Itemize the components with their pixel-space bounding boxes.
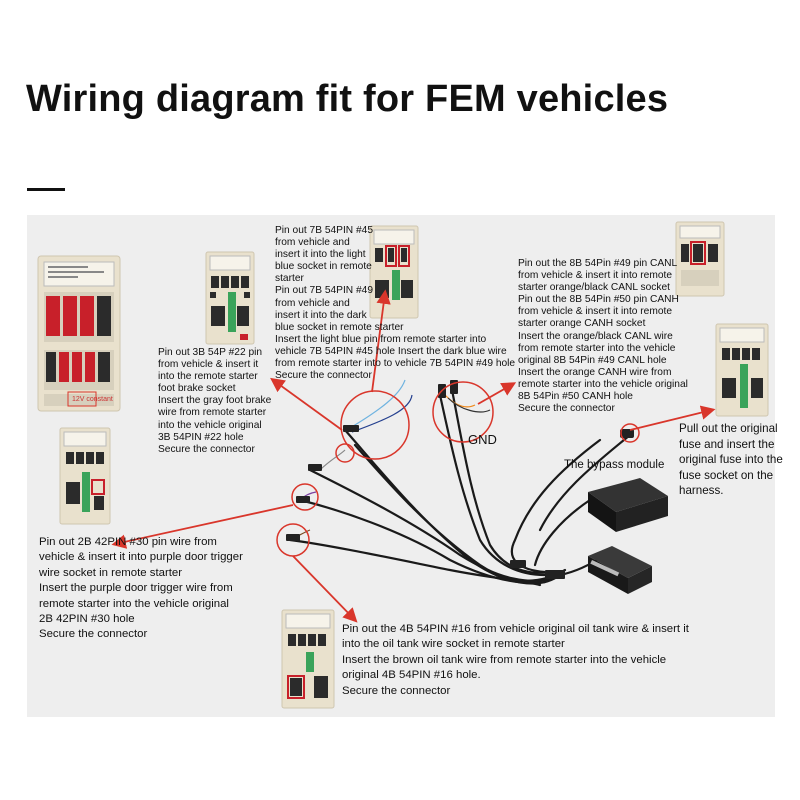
fem-module-main: [37, 255, 121, 412]
gnd-label: GND: [468, 432, 497, 447]
note-2b-42pin: Pin out 2B 42PIN #30 pin wire from vehic…: [39, 536, 243, 641]
page-title: Wiring diagram fit for FEM vehicles: [26, 78, 669, 120]
fem-module-2b: [59, 427, 111, 525]
fem-module-4b: [281, 609, 335, 709]
fem-module-8b: [675, 221, 725, 297]
wiring-harness: [288, 388, 632, 587]
fem-module-3b: [205, 251, 255, 345]
note-fuse: Pull out the original fuse and insert th…: [679, 422, 783, 498]
note-8b-54pin: Pin out the 8B 54Pin #49 pin CANL from v…: [518, 258, 688, 415]
fem-module-fuse: [715, 323, 769, 417]
note-7b-54pin: Pin out 7B 54PIN #45 from vehicle and in…: [275, 225, 516, 382]
bypass-module-label: The bypass module: [564, 459, 665, 471]
constant-12v-label: 12V constant: [72, 396, 113, 403]
remote-starter-box: [588, 546, 652, 594]
note-4b-54pin: Pin out the 4B 54PIN #16 from vehicle or…: [342, 623, 689, 697]
note-3b-54pin: Pin out 3B 54P #22 pin from vehicle & in…: [158, 347, 272, 455]
title-underline: [27, 188, 65, 191]
bypass-module-box: [588, 478, 668, 532]
